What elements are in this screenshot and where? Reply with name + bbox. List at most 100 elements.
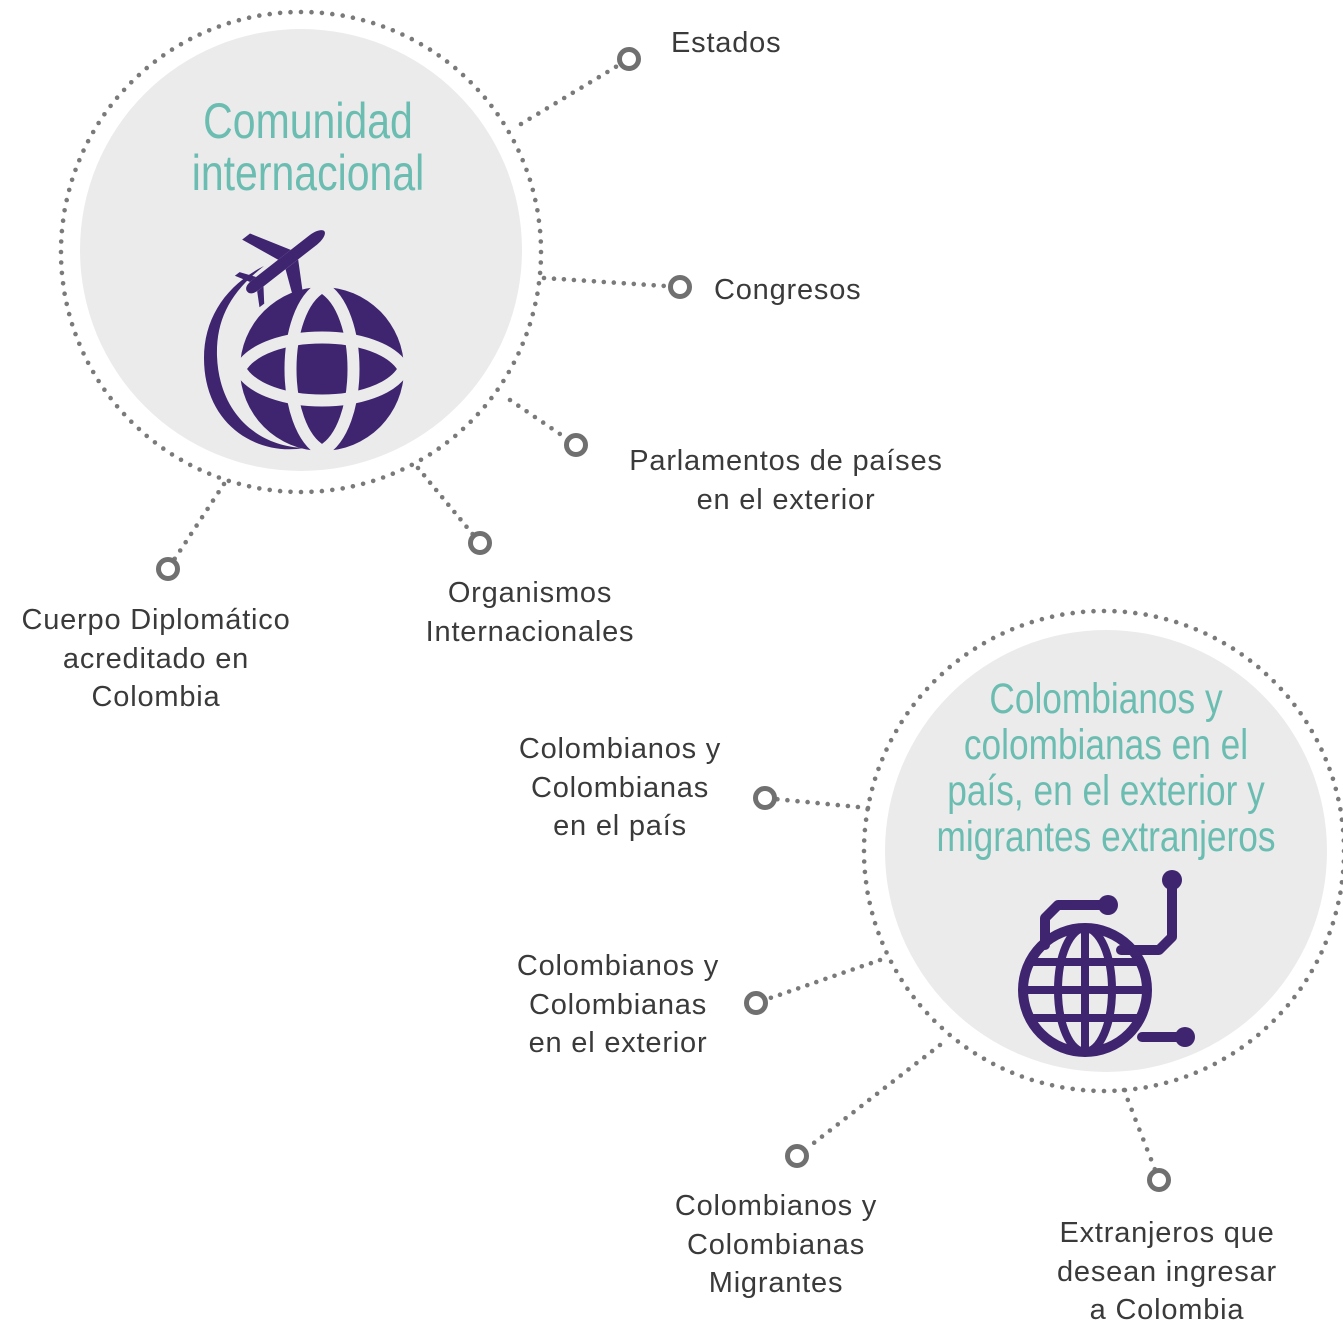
hub-1-dotted-ring xyxy=(475,87,481,93)
hub-1-dotted-ring xyxy=(267,487,273,493)
hub-2-dotted-ring xyxy=(1019,623,1025,628)
hub-2-dotted-ring xyxy=(1230,646,1236,651)
hub-1-dotted-ring xyxy=(340,486,346,491)
connector-dot xyxy=(1125,1097,1131,1103)
hub-2-dotted-ring xyxy=(917,694,923,699)
hub-1-dotted-ring xyxy=(169,47,175,52)
hub-1-title: Comunidad internacional xyxy=(144,96,472,200)
hub-2-dotted-ring xyxy=(861,848,867,854)
branch-label-cuerpo-diplomatico: Cuerpo Diplomático acreditado en Colombi… xyxy=(2,601,310,717)
branch-label-en-el-pais: Colombianos y Colombianas en el país xyxy=(470,730,770,846)
connector-dot xyxy=(205,506,210,512)
hub-1-dotted-ring xyxy=(85,138,91,144)
hub-1-dotted-ring xyxy=(108,395,113,401)
connector-dot xyxy=(641,282,646,287)
hub-2-dotted-ring xyxy=(905,986,910,991)
hub-1-dotted-ring xyxy=(418,41,424,47)
hub-1-dotted-ring xyxy=(62,291,67,297)
connector-dot xyxy=(914,1061,919,1066)
hub-2-dotted-ring xyxy=(1143,1085,1148,1090)
hub-2-dotted-ring xyxy=(872,776,878,782)
branch-label-line: Extranjeros que xyxy=(1059,1217,1275,1249)
connector-dot xyxy=(882,1085,888,1090)
hub-2-dotted-ring xyxy=(1091,608,1096,614)
hub-1-dotted-ring xyxy=(129,80,134,85)
hub-1-dotted-ring xyxy=(330,487,335,493)
hub-2-dotted-ring xyxy=(1133,1086,1138,1092)
connector-dot xyxy=(835,1122,841,1127)
hub-1-dotted-ring xyxy=(108,103,113,109)
hub-2-dotted-ring xyxy=(939,1025,945,1031)
hub-1-dotted-ring xyxy=(197,467,202,472)
hub-2-dotted-ring xyxy=(888,737,894,743)
connector-dot xyxy=(859,1103,864,1109)
hub-2-dotted-ring xyxy=(1298,986,1303,991)
hub-1-dotted-ring xyxy=(537,270,543,276)
hub-1-dotted-ring xyxy=(524,167,529,173)
connector-dot xyxy=(845,803,851,809)
hub-2-dotted-ring xyxy=(1212,1061,1218,1067)
hub-2-dotted-ring xyxy=(939,671,945,677)
hub-2-dotted-ring xyxy=(869,910,875,916)
hub-2-dotted-ring xyxy=(1239,1045,1244,1050)
hub-1-dotted-ring xyxy=(206,28,212,33)
hub-1-dotted-ring xyxy=(257,13,262,18)
hub-1-dotted-ring xyxy=(468,419,474,425)
connector-dot xyxy=(571,277,577,283)
connector-dot xyxy=(210,498,216,503)
hub-2-dotted-ring xyxy=(1339,817,1343,822)
connector-dot xyxy=(541,275,547,281)
hub-1-dotted-ring xyxy=(216,24,222,29)
hub-2-dotted-ring xyxy=(1193,627,1199,632)
hub-1-dotted-ring xyxy=(102,112,107,117)
connector-dot xyxy=(841,970,846,975)
connector-dot xyxy=(553,100,558,106)
connector-dot xyxy=(452,509,457,515)
hub-2-dotted-ring xyxy=(893,968,899,974)
hub-2-dotted-ring xyxy=(1323,756,1328,762)
hub-1-dotted-ring xyxy=(66,187,72,193)
connector-dot xyxy=(596,74,602,80)
hub-1-dotted-ring xyxy=(427,47,433,52)
hub-2-dotted-ring xyxy=(1203,1066,1208,1071)
connector-dot xyxy=(929,1048,935,1054)
connector-dot xyxy=(177,548,183,553)
branch-label-line: Congresos xyxy=(714,274,862,306)
branch-node-7 xyxy=(744,991,768,1015)
hub-1-dotted-ring xyxy=(418,457,424,463)
hub-1-dotted-ring xyxy=(136,72,142,78)
hub-1-dotted-ring xyxy=(169,452,175,457)
hub-2-dotted-ring xyxy=(972,1051,978,1056)
hub-1-dotted-ring xyxy=(535,208,540,213)
connector-dot xyxy=(433,487,439,493)
connector-dot xyxy=(768,995,774,1001)
hub-1-dotted-ring xyxy=(409,36,415,42)
hub-2-dotted-ring xyxy=(1212,635,1218,641)
hub-1-dotted-ring xyxy=(277,10,283,16)
hub-1-dotted-ring xyxy=(482,95,488,100)
hub-2-dotted-ring xyxy=(1000,1066,1005,1071)
connector-dot xyxy=(1133,1117,1138,1122)
connector-dot xyxy=(937,1042,943,1048)
hub-1-dotted-ring xyxy=(506,369,512,375)
hub-2-dotted-ring xyxy=(911,702,916,708)
hub-1-dotted-ring xyxy=(520,341,525,347)
hub-1-dotted-ring xyxy=(482,404,488,409)
hub-1-dotted-ring xyxy=(121,87,127,93)
branch-label-line: Migrantes xyxy=(708,1267,844,1299)
connector-dot xyxy=(832,973,837,979)
hub-2-dotted-ring xyxy=(990,1061,996,1067)
hub-1-dotted-ring xyxy=(538,249,544,255)
hub-1-dotted-ring xyxy=(60,218,66,223)
connector-dot xyxy=(898,1073,903,1078)
connector-dot xyxy=(1129,1107,1134,1113)
branch-node-2 xyxy=(668,275,692,299)
hub-1-dotted-ring xyxy=(350,484,356,489)
hub-1-dotted-ring xyxy=(257,486,262,491)
hub-2-dotted-ring xyxy=(1173,619,1179,625)
hub-2-dotted-ring xyxy=(1009,627,1015,632)
branch-label-parlamentos: Parlamentos de países en el exterior xyxy=(586,442,986,519)
hub-2-dotted-ring xyxy=(862,869,868,875)
hub-1-dotted-ring xyxy=(489,395,494,401)
hub-2-dotted-ring xyxy=(1336,900,1341,906)
